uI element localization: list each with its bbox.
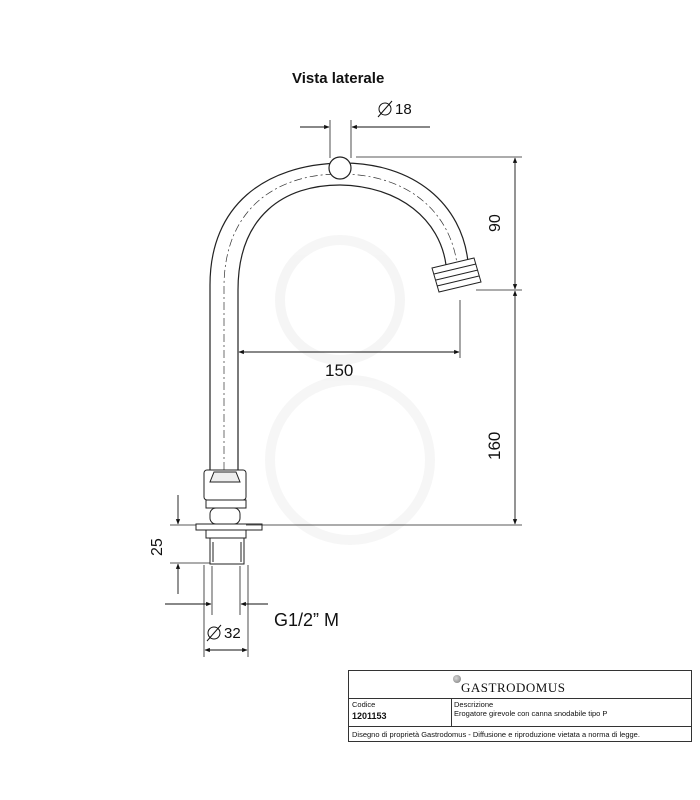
- code-label: Codice: [352, 700, 376, 709]
- diameter-symbol-32: [206, 624, 222, 642]
- dim-base-height: 25: [149, 538, 166, 556]
- brand-logo-icon: [453, 675, 461, 683]
- dim-reach: 150: [325, 361, 353, 380]
- description-value: Erogatore girevole con canna snodabile t…: [454, 709, 608, 718]
- dim-tube-diameter: 18: [395, 101, 412, 118]
- diameter-symbol-18: [377, 100, 393, 118]
- extension-lines: [170, 120, 522, 657]
- title-block-logo-area: GASTRODOMUS: [349, 671, 691, 699]
- base-assembly: [195, 469, 263, 565]
- code-value: 1201153: [352, 711, 387, 721]
- brand-name: GASTRODOMUS: [461, 680, 566, 695]
- view-title: Vista laterale: [292, 70, 385, 87]
- watermark: [265, 235, 435, 545]
- dim-thread: G1/2” M: [274, 610, 339, 630]
- aerator: [431, 257, 482, 293]
- dim-base-diameter: 32: [224, 625, 241, 642]
- code-cell: Codice 1201153: [349, 698, 452, 726]
- ownership-notice: Disegno di proprietà Gastrodomus - Diffu…: [352, 730, 640, 739]
- dim-spout-height: 90: [487, 214, 504, 232]
- title-block: GASTRODOMUS Codice 1201153 Descrizione E…: [348, 670, 692, 742]
- description-label: Descrizione: [454, 700, 494, 709]
- dimension-lines: [165, 124, 518, 653]
- dim-height: 160: [485, 432, 504, 460]
- tube-section-circle: [328, 156, 352, 180]
- spout-outline: [209, 162, 469, 470]
- title-block-info-row: Codice 1201153 Descrizione Erogatore gir…: [349, 698, 691, 727]
